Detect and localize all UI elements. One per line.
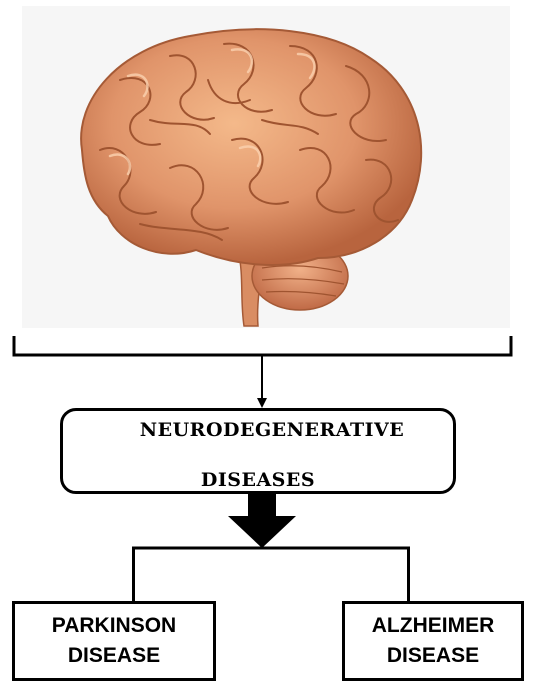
child-node-label-line2: DISEASE	[387, 641, 479, 671]
child-node-label-line2: DISEASE	[68, 641, 160, 671]
child-node-parkinson-disease: PARKINSON DISEASE	[12, 601, 216, 681]
root-node-label-line2: DISEASES	[63, 469, 453, 491]
branch-connectors	[132, 548, 410, 601]
child-node-label-line1: PARKINSON	[52, 611, 176, 641]
root-node-label-line1: NEURODEGENERATIVE	[63, 419, 453, 441]
connector-arrow-thin	[257, 355, 267, 408]
child-node-alzheimer-disease: ALZHEIMER DISEASE	[342, 601, 524, 681]
root-node-neurodegenerative-diseases: NEURODEGENERATIVE DISEASES	[60, 408, 456, 494]
top-bracket	[13, 336, 513, 355]
brain-icon	[81, 29, 421, 326]
child-node-label-line1: ALZHEIMER	[372, 611, 495, 641]
block-arrow-down-icon	[228, 494, 296, 548]
